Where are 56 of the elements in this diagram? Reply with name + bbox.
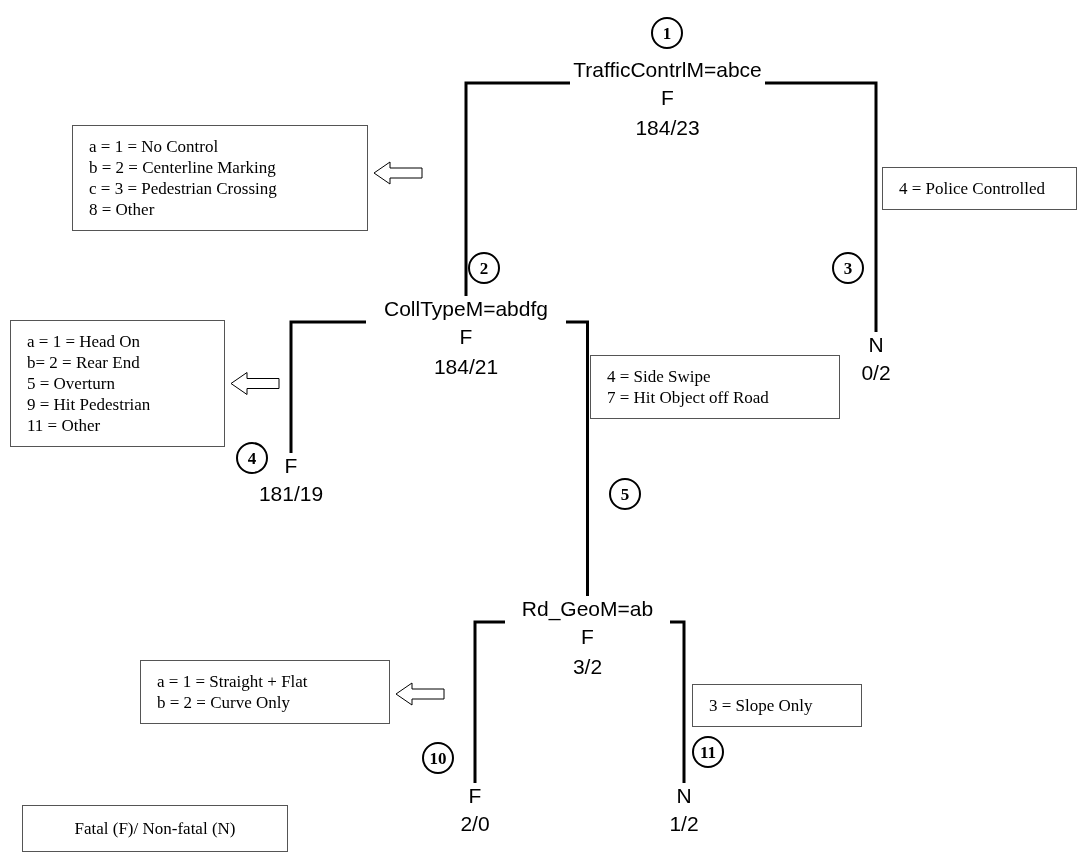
node-label: 181/19 (258, 481, 324, 507)
code-definition: Fatal (F)/ Non-fatal (N) (74, 818, 236, 839)
code-definition: a = 1 = Head On (27, 331, 141, 352)
code-definition: 3 = Slope Only (709, 695, 813, 716)
step-number: 5 (609, 478, 641, 510)
code-definition: a = 1 = Straight + Flat (157, 671, 308, 692)
code-legend-box (882, 167, 1077, 210)
split-rule: Rd_GeoM=ab (521, 596, 654, 622)
node-label: F (284, 453, 298, 479)
hollow-arrow (395, 682, 445, 706)
code-definition: 7 = Hit Object off Road (607, 387, 769, 408)
code-legend-box (22, 805, 288, 852)
step-number: 1 (651, 17, 683, 49)
code-legend-box (140, 660, 390, 724)
node-label: 184/23 (635, 115, 700, 141)
node-label: 3/2 (572, 654, 603, 680)
node-label: F (459, 324, 473, 350)
node-label: 1/2 (669, 811, 699, 837)
tree-branch (670, 620, 686, 783)
node-label: 2/0 (460, 811, 490, 837)
node-label: N (868, 332, 884, 358)
step-number: 4 (236, 442, 268, 474)
step-number: 10 (422, 742, 454, 774)
code-legend-box (72, 125, 368, 231)
step-number: 3 (832, 252, 864, 284)
code-definition: 8 = Other (89, 199, 155, 220)
code-definition: 9 = Hit Pedestrian (27, 394, 151, 415)
code-definition: b = 2 = Centerline Marking (89, 157, 276, 178)
code-definition: b = 2 = Curve Only (157, 692, 290, 713)
code-definition: 11 = Other (27, 415, 101, 436)
code-definition: b= 2 = Rear End (27, 352, 140, 373)
code-definition: c = 3 = Pedestrian Crossing (89, 178, 277, 199)
split-rule: CollTypeM=abdfg (384, 296, 548, 322)
tree-branch (473, 620, 505, 783)
hollow-arrow (373, 161, 423, 185)
node-label: F (468, 783, 482, 809)
node-label: F (581, 624, 594, 650)
code-legend-box (692, 684, 862, 727)
tree-branch (566, 320, 589, 596)
step-number: 11 (692, 736, 724, 768)
tree-branch (765, 81, 878, 332)
code-definition: 4 = Side Swipe (607, 366, 711, 387)
node-label: N (676, 783, 692, 809)
step-number: 2 (468, 252, 500, 284)
hollow-arrow (230, 372, 280, 395)
code-legend-box (10, 320, 225, 447)
node-label: 184/21 (433, 354, 499, 380)
code-definition: 5 = Overturn (27, 373, 115, 394)
node-label: 0/2 (861, 360, 891, 386)
split-rule: TrafficContrlM=abce (573, 57, 762, 83)
node-label: F (661, 85, 674, 111)
code-definition: 4 = Police Controlled (899, 178, 1046, 199)
tree-branch (464, 81, 570, 296)
code-legend-box (590, 355, 840, 419)
tree-branch (289, 320, 366, 453)
code-definition: a = 1 = No Control (89, 136, 219, 157)
